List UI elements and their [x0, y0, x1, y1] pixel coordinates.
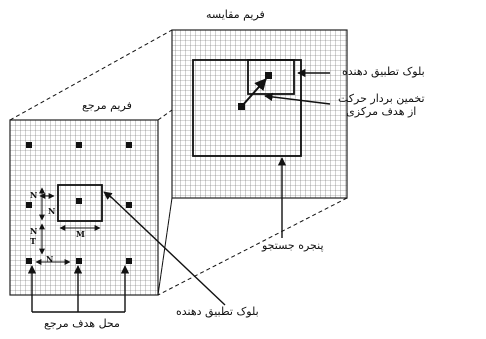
comparison-frame-label: فریم مقایسه [206, 8, 265, 21]
reference-frame-label: فریم مرجع [82, 99, 132, 112]
reference-target-block [26, 258, 32, 264]
reference-target-block [126, 202, 132, 208]
comparison-frame [171, 29, 348, 199]
dimension-m-bottom: M [76, 229, 85, 239]
dimension-n-mid: N [48, 206, 56, 216]
dimension-n-left: N [30, 190, 38, 200]
reference-matching-block [57, 184, 103, 222]
reference-target-block [126, 258, 132, 264]
reference-target-block [76, 198, 82, 204]
dimension-t-left: T [30, 236, 36, 246]
motion-vector-arrow [241, 78, 267, 107]
search-window [192, 59, 302, 157]
matching-block-bottom-label: بلوک تطبیق دهنده [176, 305, 259, 318]
search-window-label: پنجره جستجو [262, 239, 324, 252]
motion-vector-label: تخمین بردار حرکت از هدف مرکزی [338, 92, 425, 118]
matched-target-block [265, 72, 272, 79]
reference-target-position-label: محل هدف مرجع [44, 317, 120, 330]
motion-vector-label-line1: تخمین بردار حرکت [338, 92, 425, 105]
dimension-n-lower: N [30, 226, 38, 236]
leader-lines [27, 68, 331, 313]
perspective-lines [9, 29, 348, 296]
reference-target-block [126, 142, 132, 148]
matching-block-top-label: بلوک تطبیق دهنده [342, 65, 425, 78]
dimension-n-lower2: N [46, 254, 54, 264]
reference-target-block [76, 142, 82, 148]
reference-target-block [26, 142, 32, 148]
comparison-frame-grid [171, 29, 348, 199]
motion-vector-label-line2: از هدف مرکزی [346, 104, 417, 118]
reference-target-block [26, 202, 32, 208]
center-target-block [238, 103, 245, 110]
reference-target-block [76, 258, 82, 264]
